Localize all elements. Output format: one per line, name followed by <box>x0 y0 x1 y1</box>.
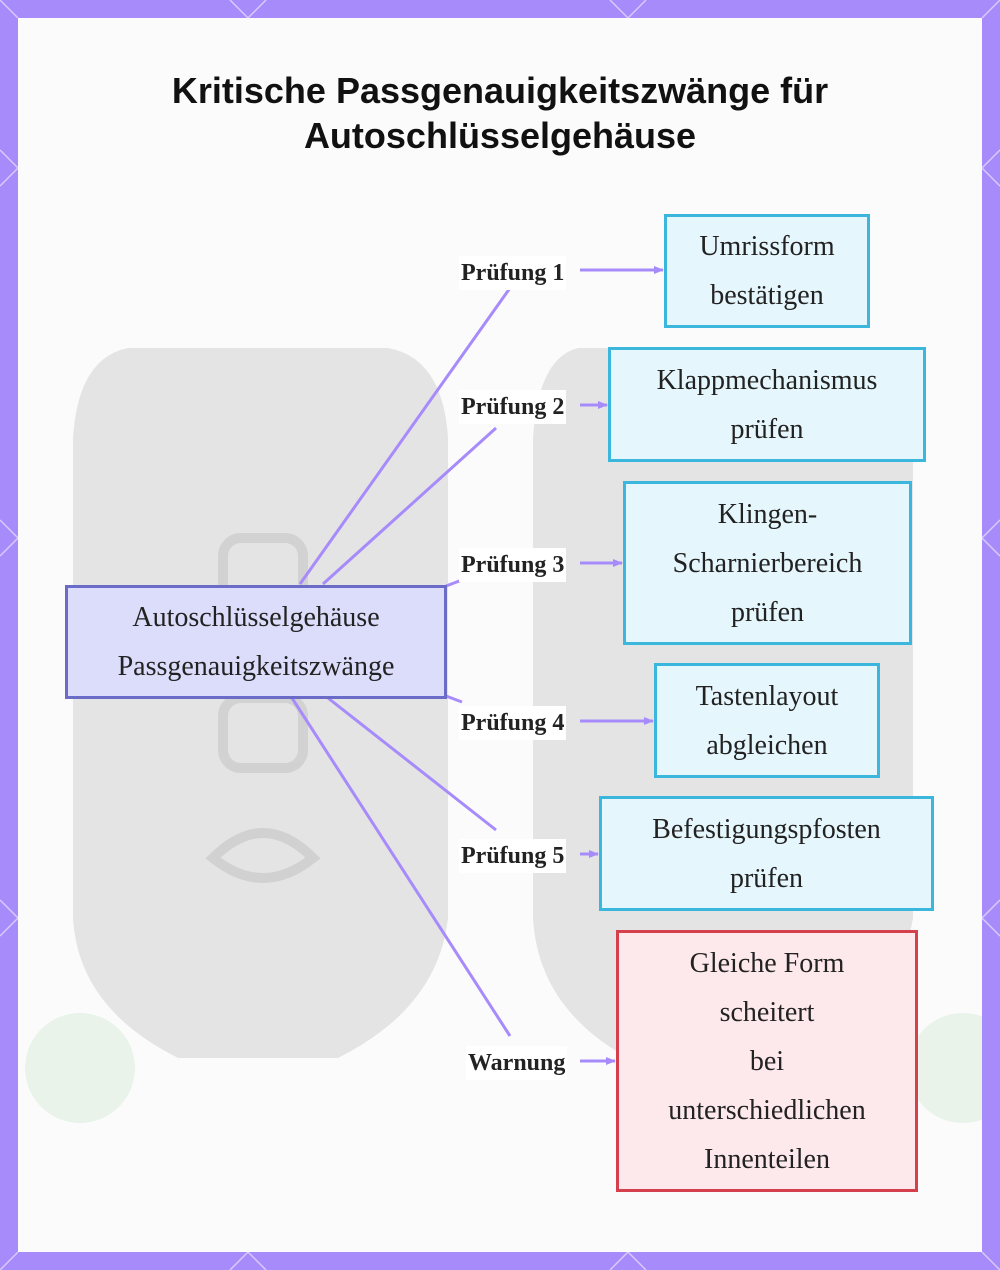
edge-line-4 <box>445 694 463 704</box>
warning-node-line-2: scheitert <box>719 996 815 1028</box>
edge-line-5 <box>327 696 497 832</box>
step-node-4: Tastenlayout abgleichen <box>654 663 880 778</box>
step-node-2-line-2: prüfen <box>730 413 804 445</box>
warning-node: Gleiche Form scheitert bei unterschiedli… <box>616 930 918 1192</box>
step-node-5: Befestigungspfosten prüfen <box>599 796 934 911</box>
edge-line-2 <box>321 426 498 586</box>
step-node-3: Klingen- Scharnierbereich prüfen <box>623 481 912 645</box>
step-node-3-line-2: Scharnierbereich <box>672 547 863 579</box>
step-node-1-line-1: Umrissform <box>699 231 835 262</box>
center-node-line-2: Passgenauigkeitszwänge <box>117 651 395 682</box>
edge-line-6 <box>290 697 512 1037</box>
edge-line-1 <box>298 287 512 585</box>
edge-layer <box>290 266 664 1065</box>
edge-label-3: Prüfung 3 <box>459 548 567 582</box>
warning-node-line-5: Innenteilen <box>704 1143 830 1175</box>
warning-node-line-4: unterschiedlichen <box>668 1094 866 1126</box>
center-node-line-1: Autoschlüsselgehäuse <box>132 602 380 633</box>
warning-node-line-3: bei <box>749 1045 785 1077</box>
edge-label-1: Prüfung 1 <box>459 256 567 290</box>
step-node-2: Klappmechanismus prüfen <box>608 347 926 462</box>
diagram-title: Kritische Passgenauigkeitszwänge für Aut… <box>18 68 982 158</box>
step-node-5-line-2: prüfen <box>729 862 804 894</box>
title-line-2: Autoschlüsselgehäuse <box>303 115 697 156</box>
step-node-3-line-3: prüfen <box>730 596 805 628</box>
step-node-1: Umrissform bestätigen <box>664 214 870 328</box>
title-line-1: Kritische Passgenauigkeitszwänge für <box>171 70 829 111</box>
step-node-4-line-2: abgleichen <box>706 729 828 761</box>
edge-label-warning: Warnung <box>466 1046 568 1080</box>
step-node-3-line-1: Klingen- <box>717 498 818 530</box>
diagram-panel: Kritische Passgenauigkeitszwänge für Aut… <box>18 18 982 1252</box>
edge-label-2: Prüfung 2 <box>459 390 567 424</box>
edge-label-4: Prüfung 4 <box>459 706 567 740</box>
warning-node-line-1: Gleiche Form <box>689 947 845 979</box>
step-node-4-line-1: Tastenlayout <box>695 680 839 712</box>
step-node-2-line-1: Klappmechanismus <box>656 364 878 396</box>
step-node-1-line-2: bestätigen <box>710 280 824 311</box>
center-node: Autoschlüsselgehäuse Passgenauigkeitszwä… <box>65 585 447 699</box>
step-node-5-line-1: Befestigungspfosten <box>652 813 881 845</box>
edge-label-5: Prüfung 5 <box>459 839 567 873</box>
